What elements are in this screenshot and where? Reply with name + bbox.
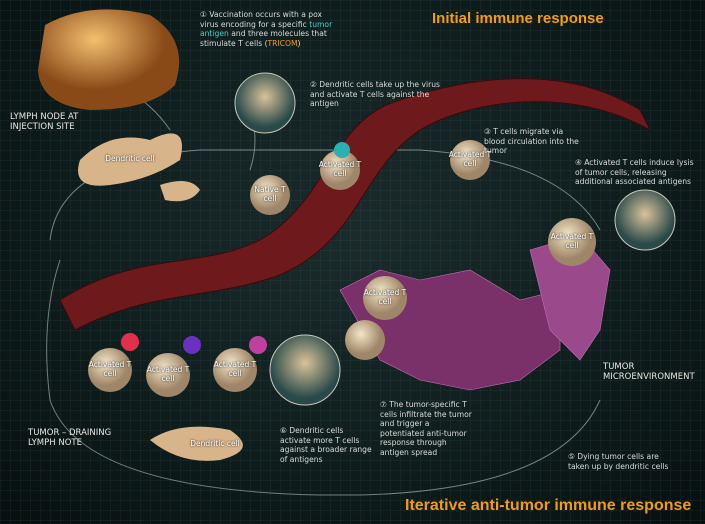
insets — [234, 72, 676, 406]
label-dendritic-cell: Dendritic cell — [105, 154, 155, 163]
label-activated-t-cell: Activated T cell — [550, 232, 594, 250]
title-iterative: Iterative anti-tumor immune response — [405, 497, 692, 514]
label-activated-t-cell: Activated T cell — [146, 365, 190, 383]
lymph-node — [38, 9, 180, 110]
label-activated-t-cell: Activated T cell — [318, 160, 362, 178]
label-activated-t-cell: Activated T cell — [448, 150, 492, 168]
step-5: ⑤ Dying tumor cells are taken up by dend… — [568, 452, 669, 471]
step-7: ⑦ The tumor-specific T cells infiltrate … — [380, 400, 472, 457]
step-6: ⑥ Dendritic cells activate more T cells … — [280, 426, 372, 464]
label-activated-t-cell: Activated T cell — [213, 360, 257, 378]
dendritic-cells — [78, 133, 243, 461]
label-draining-node: TUMOR – DRAINING LYMPH NOTE — [28, 428, 112, 448]
step-2: ② Dendritic cells take up the virus and … — [310, 80, 440, 109]
label-activated-t-cell: Activated T cell — [88, 360, 132, 378]
label-tumor-env: TUMOR MICROENVIRONMENT — [603, 362, 695, 382]
blood-vessel — [59, 78, 652, 331]
step-1: ① Vaccination occurs with a pox virus en… — [200, 10, 333, 48]
t-cells — [88, 140, 596, 397]
label-lymph-node: LYMPH NODE AT INJECTION SITE — [10, 112, 79, 132]
step-4: ④ Activated T cells induce lysis of tumo… — [575, 158, 694, 187]
label-dendritic-cell-2: Dendritic cell — [190, 439, 240, 448]
antigens — [121, 142, 350, 354]
label-native-t-cell: Native T cell — [254, 185, 286, 203]
label-activated-t-cell: Activated T cell — [363, 288, 407, 306]
title-initial: Initial immune response — [432, 10, 604, 27]
step-3: ③ T cells migrate via blood circulation … — [484, 127, 579, 156]
